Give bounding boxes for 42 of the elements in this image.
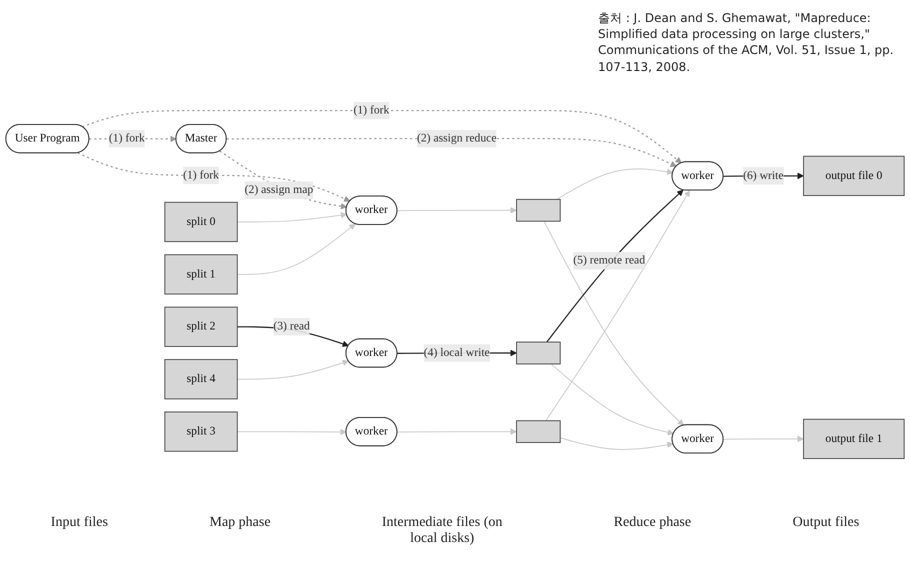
arrow [82, 110, 682, 164]
edge-label: (1) fork [353, 104, 390, 116]
arrow [546, 190, 684, 342]
edge-label: (4) local write [424, 346, 490, 359]
edge-label: (1) fork [108, 132, 145, 144]
arrow [550, 363, 674, 436]
phase-label: Output files [792, 515, 860, 532]
flowchart-diagram: (1) fork (1) fork (1) fork (2) assign map (2) assign reduce (3) read (4) local write (5) remote read (6) write User Program Master split 0 split 1 split 2 split 4 split 3 worker worker worker worker worker output file 0 output file 1 [0, 96, 910, 464]
arrow [545, 190, 690, 421]
edge-label: (2) assign reduce [416, 132, 497, 144]
node-box [803, 156, 905, 196]
arrow [723, 436, 804, 442]
node-box [164, 306, 238, 347]
edge-label: (6) write [743, 169, 784, 182]
arrow [556, 168, 674, 200]
edge-label: (1) fork [183, 168, 220, 181]
edge-label: (3) read [273, 320, 310, 332]
node-box [516, 420, 561, 443]
node-box [164, 358, 238, 400]
phase-label: Input files [50, 515, 108, 532]
node-box [164, 411, 238, 452]
arrow [236, 428, 347, 435]
node-box [164, 202, 238, 242]
edge-label: (2) assign map [244, 184, 314, 196]
arrow [236, 360, 349, 380]
arrow [219, 150, 348, 210]
arrow [236, 223, 356, 275]
arrow [396, 206, 517, 214]
node-box [164, 254, 238, 294]
node-box [516, 341, 561, 364]
arrow [78, 152, 350, 202]
edge-label: (5) remote read [573, 254, 646, 266]
phase-label: Map phase [210, 515, 271, 532]
citation-note: 출처 : J. Dean and S. Ghemawat, "Mapreduce: Simplified data processing on large clusters," Communications of the ACM, Vol. 51, Issue 1, pp. 107-113, 2008. [598, 10, 895, 75]
arrow [544, 220, 684, 426]
node-box [803, 418, 905, 459]
arrow [396, 428, 517, 435]
arrow [560, 437, 674, 450]
node-box [516, 198, 561, 222]
phase-label: Intermediate files (on local disks) [380, 515, 504, 547]
arrow [236, 212, 348, 222]
phase-label: Reduce phase [614, 515, 692, 532]
